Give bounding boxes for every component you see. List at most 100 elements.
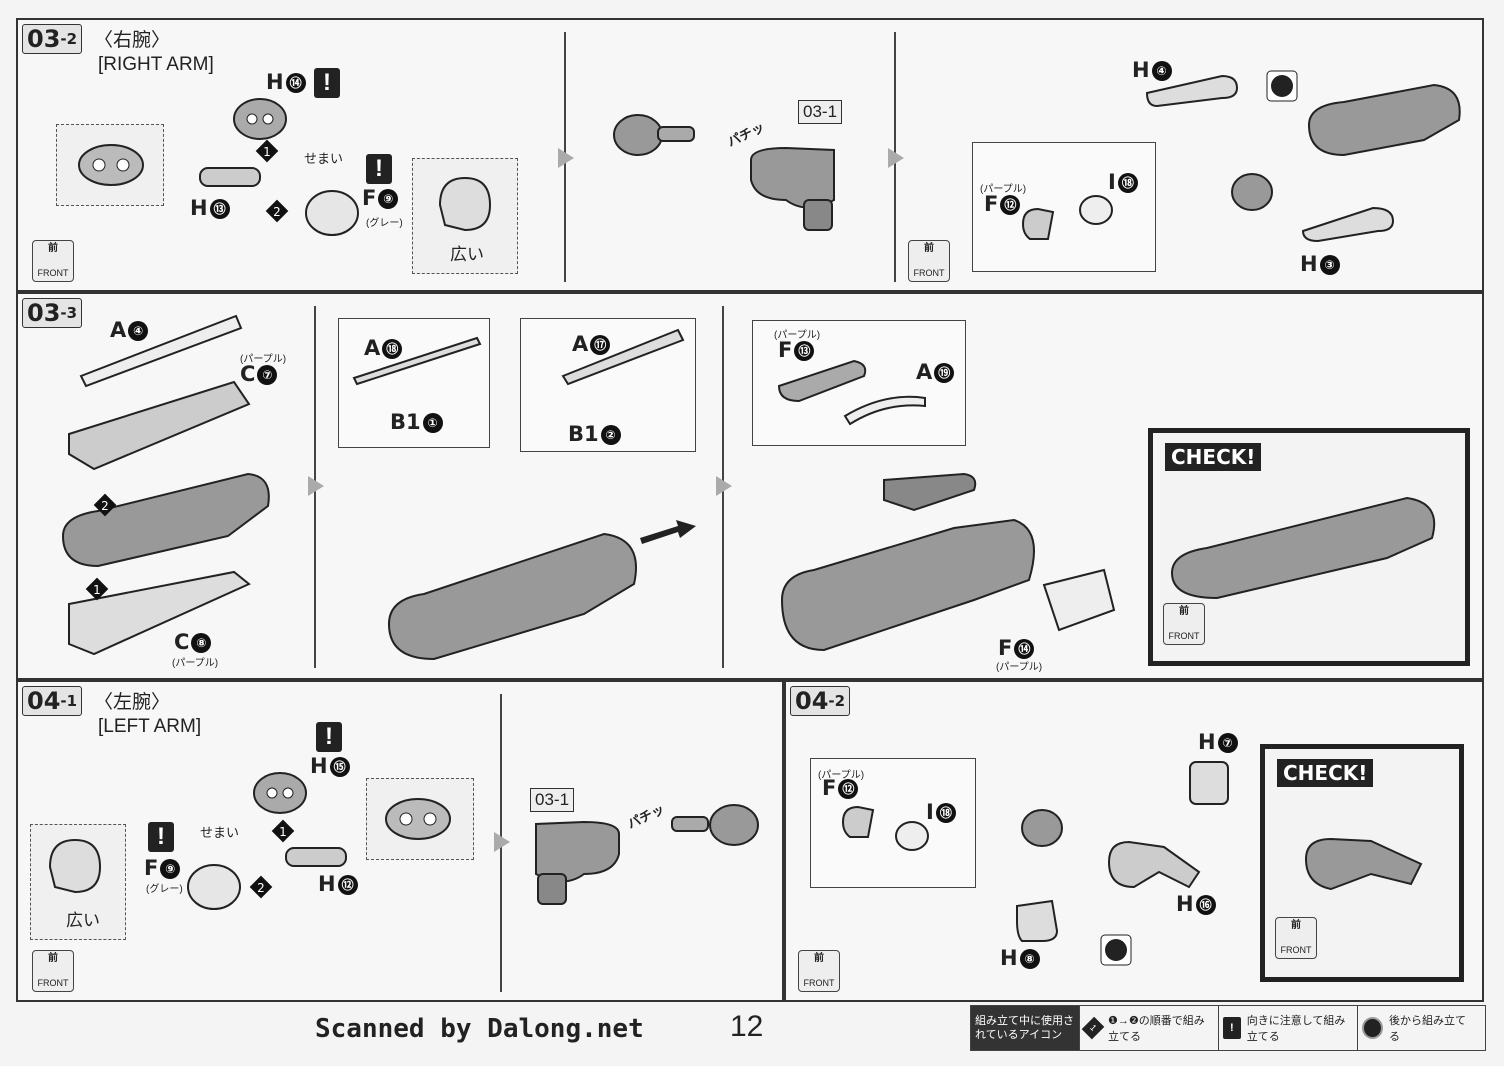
wide-label: 広い — [450, 245, 484, 264]
part-drawing-inner-arm — [61, 472, 270, 568]
part-drawing-shoulder — [671, 804, 759, 846]
part-number: ② — [600, 425, 621, 445]
part-letter: F — [778, 338, 793, 362]
legend-order-text: ❶→❷の順番で組み立てる — [1107, 1015, 1205, 1043]
part-letter: B1 — [390, 410, 421, 434]
part-drawing-a19 — [843, 395, 926, 426]
part-drawing-forearm-open — [387, 532, 637, 661]
next-arrow — [308, 476, 324, 496]
part-letter: F — [984, 192, 999, 216]
legend-back-text: 後から組み立てる — [1388, 1015, 1466, 1043]
part-number: ⑬ — [209, 199, 230, 219]
next-arrow — [716, 476, 732, 496]
part-letter: H — [318, 872, 336, 896]
part-number: ⑬ — [794, 341, 815, 361]
part-drawing-h4 — [1145, 74, 1239, 108]
scan-credit: Scanned by Dalong.net — [315, 1014, 644, 1044]
part-drawing-hole — [78, 144, 144, 186]
caution-icon: ! — [148, 822, 174, 852]
part-drawing-elbow — [535, 820, 620, 905]
part-drawing-hand-joint — [1021, 809, 1063, 847]
part-number: ⑨ — [160, 859, 181, 879]
narrow-label: せまい — [200, 825, 240, 840]
page-number: 12 — [730, 1010, 764, 1043]
back-assembly-icon — [1266, 70, 1298, 102]
step-title-en: [RIGHT ARM] — [98, 54, 214, 75]
part-drawing-h12 — [285, 847, 347, 867]
part-drawing-check-arm — [1170, 496, 1436, 600]
part-drawing-h16 — [1107, 840, 1201, 889]
svg-text:1: 1 — [263, 145, 271, 159]
ref-step-03-1: 03-1 — [798, 100, 843, 124]
step-sub: -2 — [60, 30, 78, 48]
part-letter: F — [822, 776, 837, 800]
part-number: ⑱ — [382, 339, 403, 359]
svg-text:1: 1 — [279, 825, 287, 839]
color-note-purple: (パープル) — [240, 354, 287, 365]
legend-title: 組み立て中に使用されているアイコン — [971, 1006, 1080, 1050]
order-marker-2: 2 — [249, 875, 273, 899]
push-arrow — [640, 520, 696, 544]
part-drawing-h8 — [1016, 899, 1059, 942]
ref-step-03-1: 03-1 — [530, 788, 575, 812]
next-arrow — [888, 148, 904, 168]
narrow-label: せまい — [304, 151, 344, 166]
front-text: FRONT — [913, 268, 945, 278]
step-title-jp: 〈右腕〉 — [94, 30, 171, 51]
part-drawing-f9 — [305, 190, 359, 236]
caution-icon: ! — [1223, 1017, 1241, 1039]
part-number: ④ — [1151, 61, 1172, 81]
order-icon: 1 — [1081, 1016, 1105, 1040]
check-title: CHECK! — [1277, 759, 1374, 787]
part-number: ⑭ — [285, 73, 306, 93]
part-number: ⑦ — [257, 365, 278, 385]
order-marker-2: 2 — [265, 199, 289, 223]
back-assembly-icon — [1362, 1017, 1383, 1039]
front-text: FRONT — [1168, 631, 1200, 641]
part-letter: B1 — [568, 422, 599, 446]
part-drawing-h3 — [1301, 206, 1395, 243]
part-number: ⑦ — [1217, 733, 1238, 753]
part-number: ⑱ — [1117, 173, 1138, 193]
part-drawing-f12 — [841, 805, 875, 838]
step-num: 03 — [27, 299, 61, 327]
color-note-gray: (グレー) — [366, 218, 403, 229]
part-number: ⑮ — [329, 757, 350, 777]
part-drawing-forearm — [1307, 83, 1461, 157]
part-number: ⑱ — [935, 803, 956, 823]
part-number: ⑫ — [337, 875, 358, 895]
caution-icon: ! — [314, 68, 340, 98]
part-number: ⑧ — [191, 633, 212, 653]
front-kanji: 前 — [1291, 920, 1301, 931]
color-note-purple: (パープル) — [818, 770, 865, 781]
part-drawing-f9 — [187, 864, 241, 910]
part-number: ⑫ — [838, 779, 859, 799]
front-kanji: 前 — [924, 243, 934, 254]
part-drawing-shoulder — [613, 114, 695, 156]
step-number: 03-3 — [22, 298, 83, 328]
front-kanji: 前 — [48, 953, 58, 964]
caution-icon: ! — [316, 722, 342, 752]
part-drawing-h15 — [253, 772, 307, 814]
wide-label: 広い — [66, 911, 100, 930]
step-number: 04-2 — [790, 686, 851, 716]
